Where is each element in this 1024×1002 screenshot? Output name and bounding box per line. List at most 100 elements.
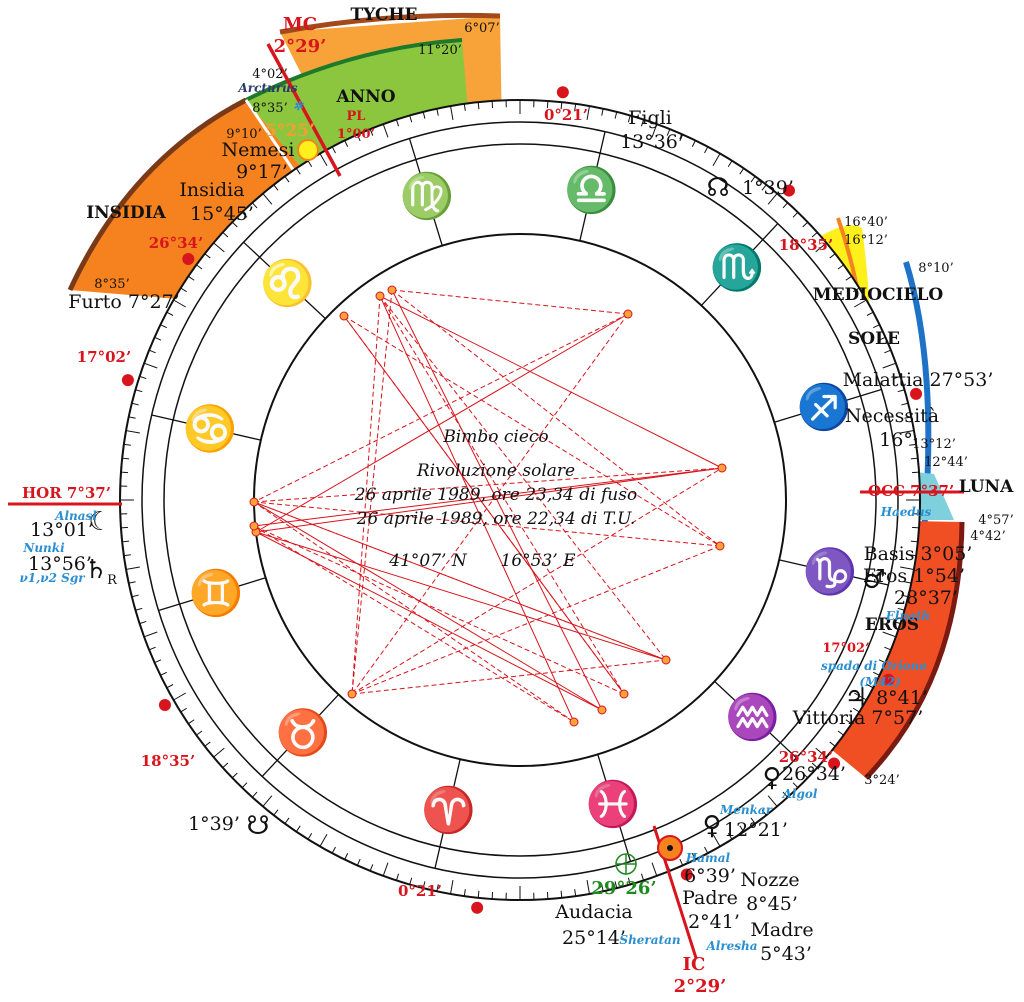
degree-tick xyxy=(574,103,577,111)
lot-nozze-degree: 8°45’ xyxy=(746,893,798,915)
aspect-point xyxy=(347,689,357,699)
degree-tick xyxy=(295,168,301,175)
wheel: ♎♍♌♋♊♉♈♓♒♑♐♏ xyxy=(119,86,923,914)
degree-tick xyxy=(135,389,143,393)
degree-tick xyxy=(884,349,892,354)
degree-tick xyxy=(727,833,733,840)
sector-label-mediocielo: MEDIOCIELO xyxy=(813,285,944,305)
degree-tick xyxy=(477,890,480,898)
part-of-fortune-degree: 29°26’ xyxy=(591,878,656,899)
house-cusp-dot xyxy=(158,699,171,711)
degree-tick xyxy=(904,416,912,419)
sector-label-anno: ANNO xyxy=(335,87,395,107)
degree-tick xyxy=(900,566,915,570)
saturn-retrograde: R xyxy=(107,573,118,588)
degree-tick xyxy=(651,123,658,138)
sector-insidia xyxy=(67,97,310,300)
degree-tick xyxy=(904,581,912,584)
star-alresha: Alresha xyxy=(705,939,757,953)
house-cusp-dot xyxy=(782,184,795,197)
degree-tick xyxy=(166,684,174,689)
degree-tick xyxy=(131,402,139,406)
sun-icon xyxy=(657,835,683,861)
degree-tick xyxy=(356,134,361,142)
degree-tick xyxy=(802,221,809,228)
degree-tick xyxy=(829,253,836,259)
zodiac-sign-icon: ♉ xyxy=(276,708,331,759)
venus-degree: 12°21’ xyxy=(724,819,788,841)
pl-degree: 1°00’ xyxy=(337,127,375,142)
degree-tick xyxy=(125,566,140,570)
chart-latitude: 41°07’ N xyxy=(388,551,468,571)
aspect-point xyxy=(375,291,385,301)
degree-tick xyxy=(241,211,248,218)
sun-degree: 5°25’ xyxy=(265,121,315,141)
degree-tick xyxy=(640,873,645,881)
degree-tick xyxy=(344,140,349,147)
south-node-degree: 1°39’ xyxy=(188,813,240,835)
zodiac-sign-icon: ♊ xyxy=(188,568,243,619)
mars-icon: ♂ xyxy=(862,565,885,595)
degree-tick xyxy=(196,264,203,270)
saturn-degree: 13°56’ xyxy=(28,553,92,575)
arcturus-degree: 8°35’ xyxy=(252,101,287,116)
sector-label-eros: EROS xyxy=(865,615,919,635)
sign-divider xyxy=(151,414,261,441)
aspect-point xyxy=(387,285,397,295)
degree-tick xyxy=(882,631,897,638)
insidia-degree: 8°35’ xyxy=(94,277,129,292)
cusp-degree: 18°35’ xyxy=(779,236,833,254)
cusp-degree: 17°02’ xyxy=(77,348,131,366)
degree-tick xyxy=(331,846,336,854)
sector-label-insidia: INSIDIA xyxy=(86,203,166,223)
degree-tick xyxy=(463,103,466,111)
degree-tick xyxy=(586,105,590,120)
degree-tick xyxy=(369,864,374,872)
venus-degree: 26°34’ xyxy=(782,763,846,785)
degree-tick xyxy=(897,607,905,611)
chart-type: Rivoluzione solare xyxy=(416,461,575,481)
zodiac-sign-icon: ♈ xyxy=(421,785,476,836)
zodiac-sign-icon: ♌ xyxy=(260,258,315,309)
degree-tick xyxy=(173,692,186,701)
degree-tick xyxy=(273,809,279,816)
star-menkar: Menkar xyxy=(719,803,774,817)
hor-label: HOR 7°37’ xyxy=(22,484,111,502)
degree-tick xyxy=(614,111,618,119)
pl-label: PL xyxy=(347,109,366,124)
aspect-point xyxy=(249,497,259,507)
jupiter-icon: ♃ xyxy=(844,683,867,713)
degree-tick xyxy=(143,362,158,369)
aspect-line xyxy=(351,295,381,695)
degree-tick xyxy=(854,692,867,701)
degree-tick xyxy=(727,160,733,167)
degree-tick xyxy=(782,202,789,209)
aspect-line xyxy=(343,315,625,695)
anno-degree-left: 4°02’ xyxy=(252,67,287,82)
degree-tick xyxy=(627,877,631,885)
chart-longitude: 16°53’ E xyxy=(501,551,577,571)
degree-tick xyxy=(837,264,844,270)
degree-tick xyxy=(910,540,918,543)
sign-divider xyxy=(408,138,443,246)
house-cusp-dots xyxy=(121,86,923,914)
degree-tick xyxy=(651,862,658,877)
lot-figli-degree: 13°36’ xyxy=(620,131,684,153)
degree-tick xyxy=(691,853,696,860)
degree-tick xyxy=(586,880,590,895)
degree-tick xyxy=(344,853,349,860)
degree-tick xyxy=(166,311,174,316)
degree-tick xyxy=(845,719,852,725)
degree-tick xyxy=(231,772,238,779)
aspect-line xyxy=(253,501,575,723)
zodiac-sign-icon: ♋ xyxy=(183,403,238,454)
lot-malattia: Malattia 27°53’ xyxy=(843,369,994,391)
star-hamal: Hamal xyxy=(685,851,731,865)
chart-date-local: 26 aprile 1989, ore 23,34 di fuso xyxy=(354,485,637,505)
lot-padre: Padre xyxy=(682,887,738,909)
degree-tick xyxy=(188,275,195,281)
lot-madre-degree: 5°43’ xyxy=(760,943,812,965)
star-algol: Algol xyxy=(782,787,818,801)
degree-tick xyxy=(125,430,140,434)
